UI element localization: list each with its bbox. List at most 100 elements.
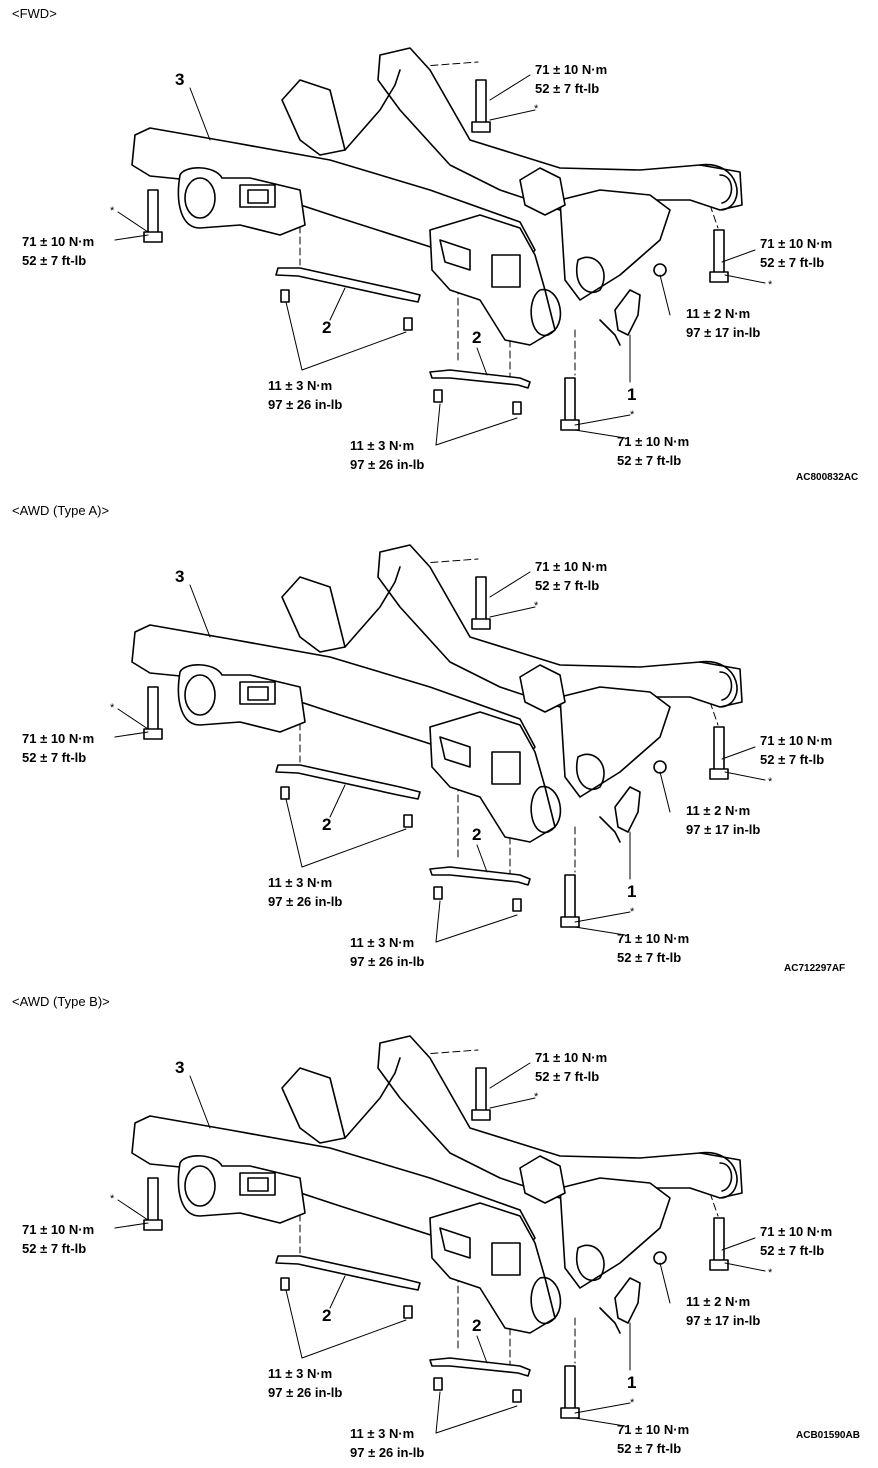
torque-label-bottom: 71 ± 10 N·m 52 ± 7 ft-lb: [617, 432, 689, 470]
asterisk-mark: *: [110, 702, 115, 714]
crossmember-front-mount: [281, 1067, 346, 1144]
asterisk-mark: *: [768, 776, 773, 788]
bracket-part-1: [614, 1277, 641, 1324]
callout-2-right: 2: [472, 328, 482, 347]
callout-3: 3: [175, 1058, 185, 1077]
callout-1: 1: [627, 1373, 637, 1392]
torque-nm: 11 ± 2 N·m: [686, 306, 751, 321]
torque-inlb: 97 ± 26 in-lb: [268, 397, 343, 412]
diagram-panel-3: <AWD (Type B)>: [0, 988, 878, 1468]
callout-1: 1: [627, 385, 637, 404]
leader-lines: [114, 74, 766, 446]
torque-inlb: 97 ± 26 in-lb: [268, 1385, 343, 1400]
torque-ftlb: 52 ± 7 ft-lb: [617, 453, 682, 468]
callout-2-left: 2: [322, 318, 332, 337]
asterisk-mark: *: [768, 279, 773, 291]
stay-right: [429, 1357, 531, 1377]
torque-ftlb: 52 ± 7 ft-lb: [535, 81, 600, 96]
torque-nm: 71 ± 10 N·m: [22, 1222, 95, 1237]
torque-nm: 71 ± 10 N·m: [535, 1050, 608, 1065]
illustration-code: AC800832AC: [796, 472, 859, 483]
crossmember-illustration: [114, 47, 766, 446]
crossmember-illustration: [114, 544, 766, 943]
torque-inlb: 97 ± 17 in-lb: [686, 822, 761, 837]
torque-label-stay-left: 11 ± 3 N·m 97 ± 26 in-lb: [268, 873, 342, 911]
crossmember-rear-tube: [377, 544, 743, 708]
torque-ftlb: 52 ± 7 ft-lb: [617, 950, 682, 965]
crossmember-front-mount: [281, 79, 346, 156]
asterisk-mark: *: [534, 103, 539, 115]
callout-1: 1: [627, 882, 637, 901]
right-arm-bracket: [559, 686, 671, 798]
torque-ftlb: 52 ± 7 ft-lb: [535, 1069, 600, 1084]
torque-label-bottom: 71 ± 10 N·m 52 ± 7 ft-lb: [617, 929, 689, 967]
torque-ftlb: 52 ± 7 ft-lb: [22, 253, 87, 268]
torque-label-stay-right: 11 ± 3 N·m 97 ± 26 in-lb: [350, 1424, 424, 1462]
torque-label-right: 71 ± 10 N·m 52 ± 7 ft-lb: [760, 731, 832, 769]
torque-ftlb: 52 ± 7 ft-lb: [535, 578, 600, 593]
torque-nm: 71 ± 10 N·m: [760, 1224, 833, 1239]
torque-label-bracket: 11 ± 2 N·m 97 ± 17 in-lb: [686, 304, 760, 342]
crossmember-front-mount: [281, 576, 346, 653]
torque-nm: 71 ± 10 N·m: [617, 434, 690, 449]
torque-label-left: 71 ± 10 N·m 52 ± 7 ft-lb: [22, 232, 94, 270]
leader-lines: [114, 1062, 766, 1434]
torque-label-top: 71 ± 10 N·m 52 ± 7 ft-lb: [535, 1048, 607, 1086]
torque-label-bottom: 71 ± 10 N·m 52 ± 7 ft-lb: [617, 1420, 689, 1458]
torque-nm: 71 ± 10 N·m: [617, 931, 690, 946]
illustration-code: AC712297AF: [784, 963, 846, 974]
asterisk-mark: *: [630, 409, 635, 421]
bracket-part-1: [614, 786, 641, 833]
crossmember-illustration: [114, 1035, 766, 1434]
callout-2-right: 2: [472, 825, 482, 844]
torque-nm: 11 ± 3 N·m: [350, 438, 415, 453]
bolt-icons: [143, 576, 729, 928]
stay-left: [275, 764, 421, 800]
right-arm-bracket: [559, 1177, 671, 1289]
asterisk-mark: *: [768, 1267, 773, 1279]
torque-nm: 11 ± 3 N·m: [350, 1426, 415, 1441]
torque-label-top: 71 ± 10 N·m 52 ± 7 ft-lb: [535, 60, 607, 98]
torque-inlb: 97 ± 17 in-lb: [686, 325, 761, 340]
torque-label-stay-left: 11 ± 3 N·m 97 ± 26 in-lb: [268, 376, 342, 414]
asterisk-mark: *: [534, 1091, 539, 1103]
torque-label-stay-right: 11 ± 3 N·m 97 ± 26 in-lb: [350, 436, 424, 474]
torque-nm: 11 ± 3 N·m: [350, 935, 415, 950]
torque-label-bracket: 11 ± 2 N·m 97 ± 17 in-lb: [686, 801, 760, 839]
panel-header: <AWD (Type B)>: [12, 994, 110, 1009]
asterisk-mark: *: [630, 906, 635, 918]
torque-nm: 71 ± 10 N·m: [617, 1422, 690, 1437]
torque-ftlb: 52 ± 7 ft-lb: [760, 255, 825, 270]
torque-nm: 11 ± 2 N·m: [686, 803, 751, 818]
torque-nm: 71 ± 10 N·m: [535, 559, 608, 574]
torque-label-bracket: 11 ± 2 N·m 97 ± 17 in-lb: [686, 1292, 760, 1330]
torque-nm: 71 ± 10 N·m: [760, 236, 833, 251]
torque-inlb: 97 ± 26 in-lb: [268, 894, 343, 909]
torque-nm: 11 ± 3 N·m: [268, 875, 333, 890]
torque-ftlb: 52 ± 7 ft-lb: [22, 750, 87, 765]
stay-left: [275, 267, 421, 303]
torque-inlb: 97 ± 26 in-lb: [350, 457, 425, 472]
torque-label-stay-left: 11 ± 3 N·m 97 ± 26 in-lb: [268, 1364, 342, 1402]
callout-2-left: 2: [322, 1306, 332, 1325]
right-arm-bracket: [559, 189, 671, 301]
diagram-panel-2: <AWD (Type A)>: [0, 497, 878, 977]
stay-left: [275, 1255, 421, 1291]
torque-label-right: 71 ± 10 N·m 52 ± 7 ft-lb: [760, 1222, 832, 1260]
crossmember-rear-tube: [377, 47, 743, 211]
callout-2-right: 2: [472, 1316, 482, 1335]
torque-ftlb: 52 ± 7 ft-lb: [22, 1241, 87, 1256]
torque-label-right: 71 ± 10 N·m 52 ± 7 ft-lb: [760, 234, 832, 272]
torque-nm: 71 ± 10 N·m: [22, 731, 95, 746]
asterisk-mark: *: [110, 1193, 115, 1205]
callout-3: 3: [175, 70, 185, 89]
torque-nm: 11 ± 3 N·m: [268, 378, 333, 393]
torque-ftlb: 52 ± 7 ft-lb: [617, 1441, 682, 1456]
torque-nm: 71 ± 10 N·m: [22, 234, 95, 249]
bolt-icons: [143, 79, 729, 431]
torque-inlb: 97 ± 26 in-lb: [350, 954, 425, 969]
torque-ftlb: 52 ± 7 ft-lb: [760, 1243, 825, 1258]
callout-2-left: 2: [322, 815, 332, 834]
torque-nm: 71 ± 10 N·m: [760, 733, 833, 748]
callout-3: 3: [175, 567, 185, 586]
